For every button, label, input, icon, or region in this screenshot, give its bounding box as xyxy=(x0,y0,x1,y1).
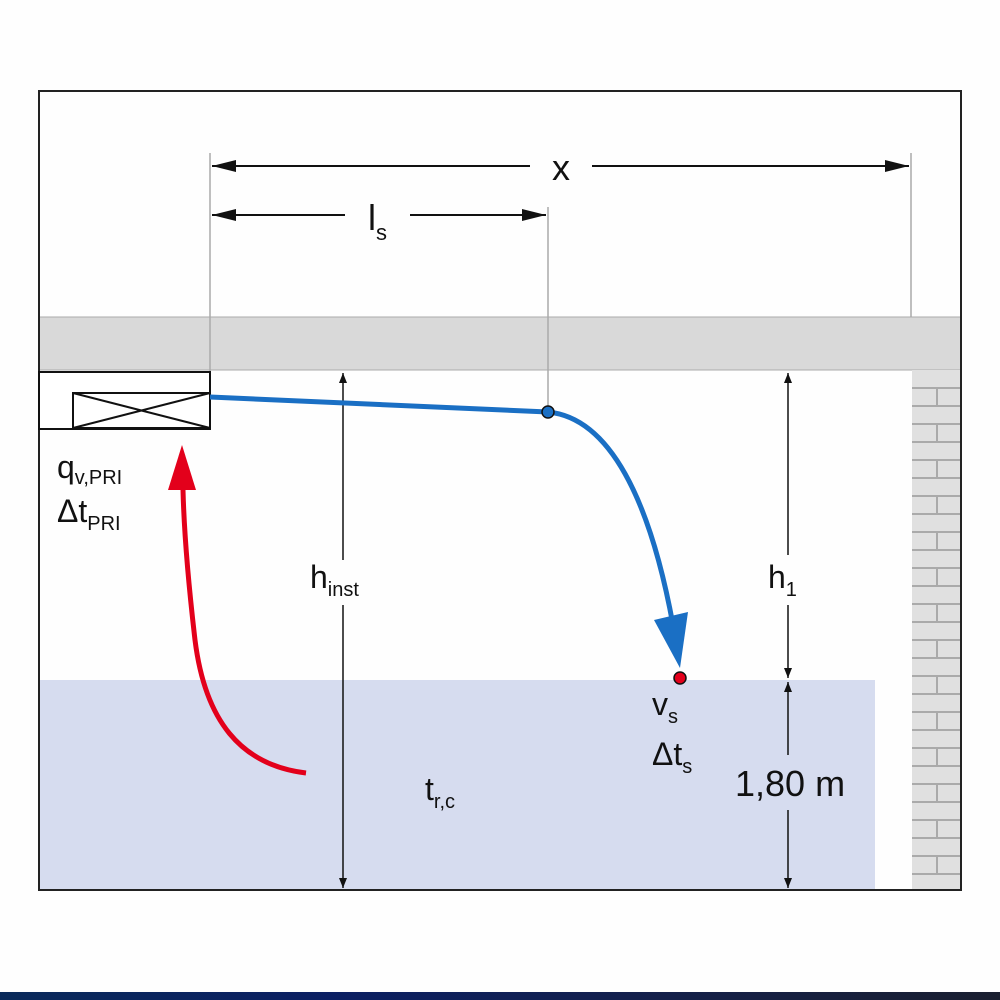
label-occupied-height: 1,80 m xyxy=(735,763,845,804)
label-h1: h1 xyxy=(768,559,797,601)
extension-lines xyxy=(209,153,912,410)
supply-diffuser xyxy=(38,371,211,430)
label-dt-s: Δts xyxy=(652,736,692,778)
label-ls: ls xyxy=(368,197,387,245)
label-tr-c: tr,c xyxy=(425,771,455,813)
jet-separation-point xyxy=(541,405,555,419)
return-air-flow xyxy=(180,489,307,776)
supply-air-jet xyxy=(209,394,676,626)
jet-terminal-point xyxy=(673,671,687,685)
bottom-bar xyxy=(0,992,1000,1000)
occupied-zone xyxy=(39,680,875,890)
brick-wall xyxy=(912,370,961,890)
label-vs: vs xyxy=(652,686,678,728)
label-qv-pri: qv,PRI xyxy=(57,449,122,489)
room-frame xyxy=(38,90,962,891)
ceiling-slab xyxy=(38,316,962,371)
label-x: x xyxy=(552,147,570,188)
return-air-arrowhead xyxy=(168,445,196,490)
label-h-inst: hinst xyxy=(310,559,359,601)
jet-arrowhead xyxy=(654,612,688,668)
label-dt-pri: ΔtPRI xyxy=(57,493,121,535)
